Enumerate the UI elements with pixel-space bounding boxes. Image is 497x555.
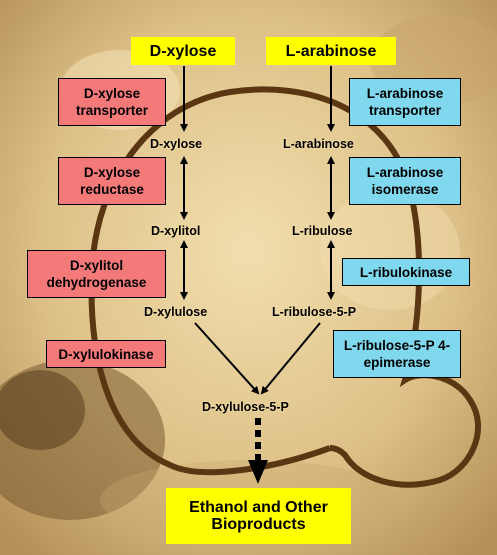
d-xylose-input-box: D-xylose: [131, 37, 235, 65]
l-arabinose-isomerase-box: L-arabinose isomerase: [349, 157, 461, 205]
d-xylose-intermediate: D-xylose: [150, 137, 202, 151]
l-arabinose-input-box: L-arabinose: [266, 37, 396, 65]
d-xylitol-intermediate: D-xylitol: [151, 224, 200, 238]
l-arabinose-intermediate: L-arabinose: [283, 137, 354, 151]
l-ribulose-5-p-4-epimerase-box: L-ribulose-5-P 4-epimerase: [333, 330, 461, 378]
d-xylose-transporter-box: D-xylose transporter: [58, 78, 166, 126]
l-ribulose-intermediate: L-ribulose: [292, 224, 352, 238]
l-arabinose-transporter-box: L-arabinose transporter: [349, 78, 461, 126]
l-ribulokinase-box: L-ribulokinase: [342, 258, 470, 286]
d-xylulokinase-box: D-xylulokinase: [46, 340, 166, 368]
d-xylose-reductase-box: D-xylose reductase: [58, 157, 166, 205]
d-xylulose-intermediate: D-xylulose: [144, 305, 207, 319]
d-xylulose-5-p-intermediate: D-xylulose-5-P: [202, 400, 289, 414]
l-ribulose-5-p-intermediate: L-ribulose-5-P: [272, 305, 356, 319]
d-xylitol-dehydrogenase-box: D-xylitol dehydrogenase: [27, 250, 166, 298]
ethanol-output-box: Ethanol and Other Bioproducts: [166, 488, 351, 544]
